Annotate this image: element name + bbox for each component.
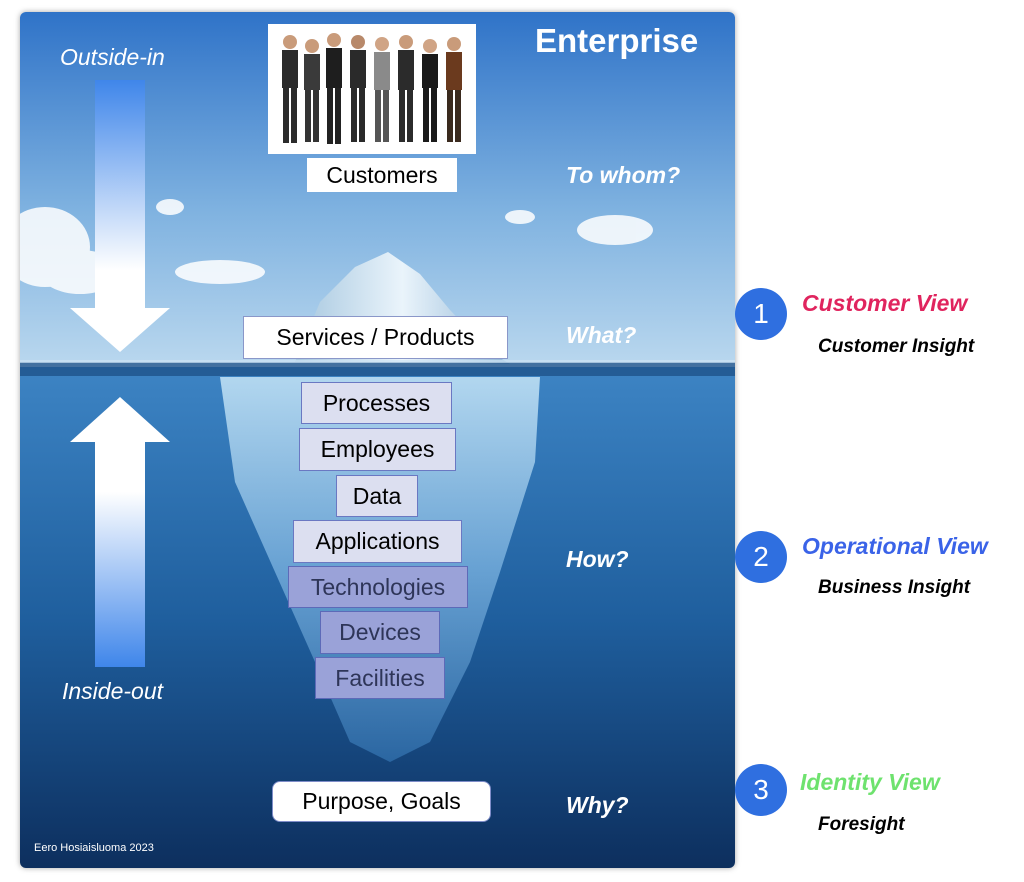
question-how: How? — [566, 546, 629, 572]
question-what: What? — [566, 322, 637, 348]
layer-technologies: Technologies — [288, 566, 468, 608]
iceberg-scene: Enterprise Outside-in Inside-out To whom… — [20, 12, 735, 868]
layer-employees: Employees — [299, 428, 456, 471]
outside-in-label: Outside-in — [60, 44, 165, 70]
customer-view-subtitle: Customer Insight — [818, 336, 975, 357]
operational-view-subtitle: Business Insight — [818, 577, 971, 598]
layer-customers: Customers — [307, 158, 457, 192]
layer-devices: Devices — [320, 611, 440, 654]
credit-text: Eero Hosiaisluoma 2023 — [34, 842, 154, 854]
customer-view-title: Customer View — [802, 290, 968, 316]
identity-view-title: Identity View — [800, 769, 940, 795]
identity-view-subtitle: Foresight — [818, 814, 905, 835]
layer-facilities: Facilities — [315, 657, 445, 699]
question-to-whom: To whom? — [566, 162, 681, 188]
view-1-badge: 1 — [735, 288, 787, 340]
layer-applications: Applications — [293, 520, 462, 563]
layer-services-products: Services / Products — [243, 316, 508, 359]
view-2-badge: 2 — [735, 531, 787, 583]
layer-purpose-goals: Purpose, Goals — [272, 781, 491, 822]
layer-processes: Processes — [301, 382, 452, 424]
view-3-badge: 3 — [735, 764, 787, 816]
question-why: Why? — [566, 792, 629, 818]
business-people-photo-icon — [282, 33, 462, 144]
enterprise-title: Enterprise — [535, 22, 699, 59]
layer-data: Data — [336, 475, 418, 517]
inside-out-label: Inside-out — [62, 678, 164, 704]
operational-view-title: Operational View — [802, 533, 988, 559]
